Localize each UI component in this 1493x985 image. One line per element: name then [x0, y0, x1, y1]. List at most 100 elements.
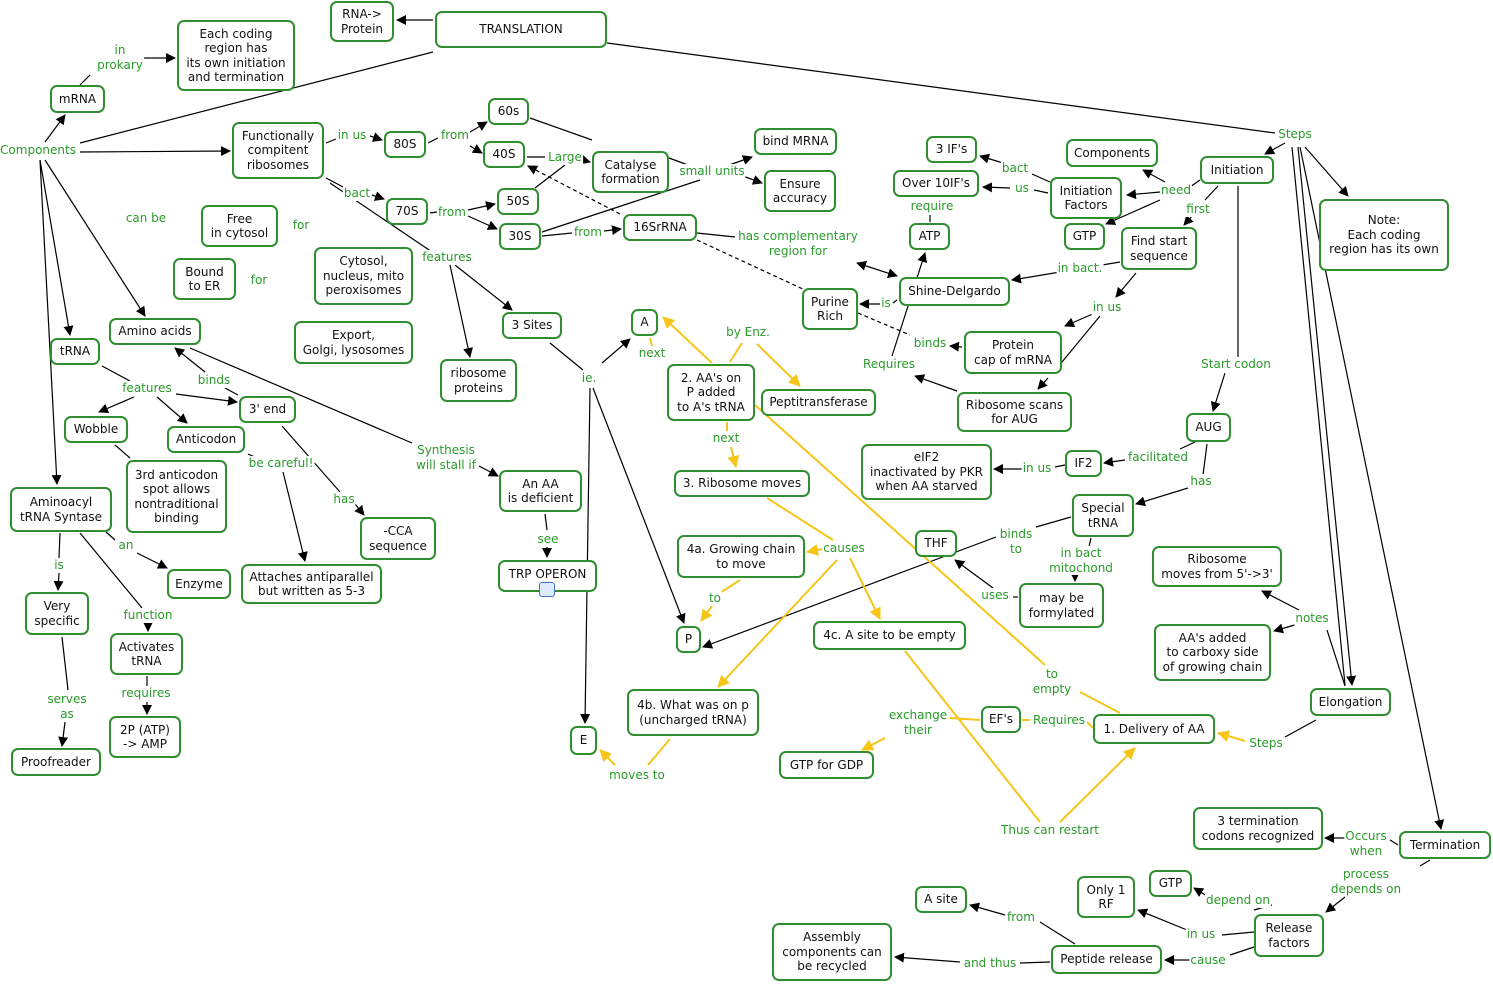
node-e-site[interactable]: E [570, 726, 597, 755]
node-initiation-factors[interactable]: Initiation Factors [1050, 177, 1122, 219]
node-bind-mrna[interactable]: bind MRNA [754, 128, 837, 155]
node-translation[interactable]: TRANSLATION [435, 11, 607, 48]
node-2p-atp[interactable]: 2P (ATP) -> AMP [109, 716, 181, 758]
link-label: from [437, 205, 467, 220]
node-over-10-ifs[interactable]: Over 10IF's [893, 170, 979, 197]
node-very-specific[interactable]: Very specific [25, 592, 89, 635]
node-special-trna[interactable]: Special tRNA [1072, 494, 1134, 537]
node-gtp[interactable]: GTP [1064, 223, 1105, 250]
node-components[interactable]: Components [1066, 139, 1158, 167]
node-p-site[interactable]: P [676, 626, 701, 653]
node-3-sites[interactable]: 3 Sites [502, 312, 562, 339]
node-protein-cap[interactable]: Protein cap of mRNA [964, 331, 1062, 374]
node-60s[interactable]: 60s [488, 98, 529, 125]
node-aa-on-p[interactable]: 2. AA's on P added to A's tRNA [667, 364, 755, 421]
node-attaches-antiparallel[interactable]: Attaches antiparallel but written as 5-3 [241, 564, 382, 604]
node-gtp-for-gdp[interactable]: GTP for GDP [779, 751, 874, 779]
node-termination[interactable]: Termination [1399, 831, 1491, 859]
node-a-site-empty[interactable]: 4c. A site to be empty [813, 621, 966, 650]
node-16srrna[interactable]: 16SrRNA [623, 214, 697, 241]
node-ribosome-proteins[interactable]: ribosome proteins [440, 359, 517, 402]
node-trp-operon[interactable]: TRP OPERON [498, 560, 597, 592]
node-functional-ribosomes[interactable]: Functionally compitent ribosomes [232, 122, 324, 179]
node-mrna[interactable]: mRNA [50, 85, 105, 113]
link-label: is [53, 558, 65, 573]
link-label: us [1014, 181, 1030, 196]
node-ribosome-moves-5-3[interactable]: Ribosome moves from 5'->3' [1152, 546, 1282, 587]
node-assembly-recycled[interactable]: Assembly components can be recycled [772, 923, 892, 981]
link-label: by Enz. [725, 325, 771, 340]
node-growing-chain[interactable]: 4a. Growing chain to move [677, 535, 805, 578]
node-shine-delgardo[interactable]: Shine-Delgardo [899, 277, 1010, 306]
link-label: first [1185, 202, 1211, 217]
link-label: Steps [1277, 127, 1313, 142]
node-ensure-accuracy[interactable]: Ensure accuracy [764, 170, 836, 212]
node-thf[interactable]: THF [915, 530, 957, 557]
node-80s[interactable]: 80S [384, 131, 426, 158]
link-label: facilitated [1127, 450, 1189, 465]
link-label: Synthesis will stall if [415, 443, 477, 472]
node-aminoacyl-trna-syntase[interactable]: Aminoacyl tRNA Syntase [10, 487, 112, 532]
link-label: in bact mitochond [1048, 546, 1114, 575]
node-note[interactable]: Note: Each coding region has its own [1319, 199, 1449, 271]
node-bound-er[interactable]: Bound to ER [173, 258, 236, 300]
node-initiation[interactable]: Initiation [1200, 156, 1274, 184]
node-peptitransferase[interactable]: Peptitransferase [761, 389, 876, 416]
node-free-cytosol[interactable]: Free in cytosol [201, 205, 278, 247]
node-atp[interactable]: ATP [909, 223, 950, 250]
node-3-termination-codons[interactable]: 3 termination codons recognized [1193, 807, 1323, 850]
link-label: in us [1021, 461, 1053, 476]
node-purine-rich[interactable]: Purine Rich [802, 288, 858, 330]
node-40s[interactable]: 40S [483, 141, 525, 168]
node-50s[interactable]: 50S [497, 188, 539, 215]
link-label: for [291, 218, 311, 233]
link-label: binds to [998, 527, 1034, 556]
node-efs[interactable]: EF's [981, 706, 1021, 733]
node-aa-deficient[interactable]: An AA is deficient [499, 470, 582, 512]
node-aug[interactable]: AUG [1186, 413, 1231, 442]
node-aa-added[interactable]: AA's added to carboxy side of growing ch… [1154, 624, 1271, 681]
link-label: can be [124, 211, 168, 226]
node-eif2[interactable]: eIF2 inactivated by PKR when AA starved [861, 444, 992, 500]
node-export-golgi[interactable]: Export, Golgi, lysosomes [294, 321, 413, 364]
link-label: for [249, 273, 269, 288]
node-if2[interactable]: IF2 [1065, 450, 1102, 477]
link-label: to empty [1031, 667, 1073, 696]
link-label: exchange their [887, 708, 949, 737]
node-activates-trna[interactable]: Activates tRNA [110, 633, 183, 675]
link-label: serves as [46, 692, 88, 721]
node-uncharged-trna[interactable]: 4b. What was on p (uncharged tRNA) [627, 689, 759, 736]
node-a-site[interactable]: A [631, 309, 658, 336]
concept-map-link-icon[interactable] [539, 582, 555, 597]
node-proofreader[interactable]: Proofreader [11, 748, 101, 776]
node-3-end[interactable]: 3' end [239, 396, 296, 423]
node-trna[interactable]: tRNA [50, 338, 100, 365]
node-find-start-sequence[interactable]: Find start sequence [1121, 227, 1197, 270]
node-release-factors[interactable]: Release factors [1254, 914, 1324, 957]
node-a-site-termination[interactable]: A site [915, 886, 967, 913]
node-70s[interactable]: 70S [386, 198, 428, 225]
node-enzyme[interactable]: Enzyme [167, 569, 231, 599]
node-may-be-formylated[interactable]: may be formylated [1019, 583, 1104, 628]
node-peptide-release[interactable]: Peptide release [1051, 945, 1162, 974]
node-delivery-of-aa[interactable]: 1. Delivery of AA [1093, 714, 1215, 744]
node-ribosome-moves[interactable]: 3. Ribosome moves [674, 470, 810, 497]
node-ribosome-scans[interactable]: Ribosome scans for AUG [957, 392, 1072, 432]
node-catalyse-formation[interactable]: Catalyse formation [592, 151, 669, 193]
node-30s[interactable]: 30S [499, 223, 541, 250]
node-rna-protein[interactable]: RNA-> Protein [330, 1, 394, 42]
node-3-ifs[interactable]: 3 IF's [926, 136, 977, 163]
node-each-coding-region[interactable]: Each coding region has its own initiatio… [177, 20, 295, 91]
node-3rd-anticodon[interactable]: 3rd anticodon spot allows nontraditional… [126, 460, 227, 533]
node-cca-sequence[interactable]: -CCA sequence [360, 517, 436, 560]
link-label: in us [1091, 300, 1123, 315]
link-label: in us [336, 128, 368, 143]
node-gtp-termination[interactable]: GTP [1149, 870, 1192, 897]
link-label: Start codon [1200, 357, 1272, 372]
node-cytosol-nucleus[interactable]: Cytosol, nucleus, mito peroxisomes [314, 247, 413, 305]
node-amino-acids[interactable]: Amino acids [109, 318, 201, 345]
node-only-1-rf[interactable]: Only 1 RF [1077, 876, 1135, 918]
node-anticodon[interactable]: Anticodon [167, 426, 245, 453]
node-wobble[interactable]: Wobble [64, 416, 128, 443]
node-elongation[interactable]: Elongation [1310, 688, 1391, 716]
